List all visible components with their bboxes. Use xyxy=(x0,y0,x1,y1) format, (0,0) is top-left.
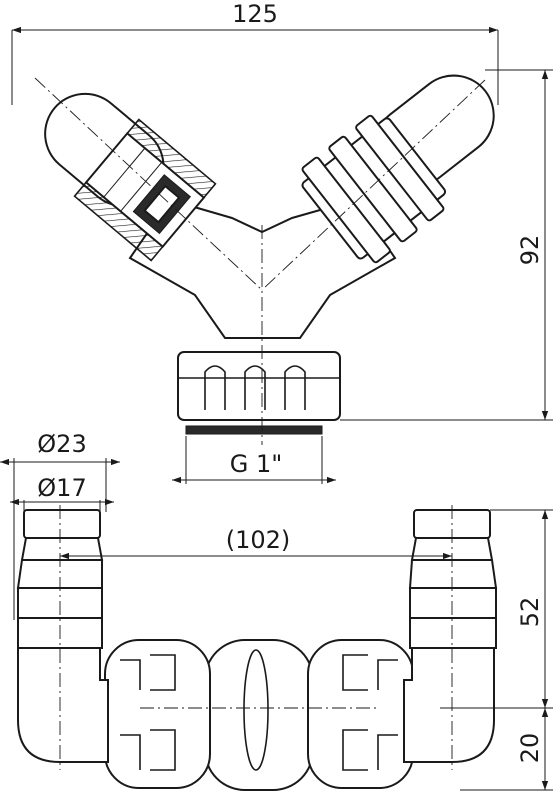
left-barb-ribs xyxy=(16,537,104,649)
dimension-52: 52 xyxy=(440,509,553,709)
dimension-102: (102) xyxy=(60,526,452,560)
dim-d23-label: Ø23 xyxy=(37,430,86,458)
dimension-125: 125 xyxy=(11,0,499,105)
left-elbow xyxy=(17,639,109,763)
right-coupling-body xyxy=(307,639,414,789)
dim-52-label: 52 xyxy=(516,597,544,628)
y-body xyxy=(128,198,397,339)
left-nut-core xyxy=(84,131,206,249)
dimension-92: 92 xyxy=(340,69,553,421)
gasket xyxy=(185,425,323,435)
right-hose-barb xyxy=(403,509,498,763)
dimension-thread: G 1" xyxy=(172,436,336,484)
dim-thread-label: G 1" xyxy=(230,450,283,478)
dim-92-label: 92 xyxy=(516,235,544,266)
left-hose-barb xyxy=(16,509,109,763)
bottom-coupling-nut xyxy=(177,351,341,435)
right-elbow xyxy=(403,639,495,763)
dimension-diameter-17: Ø17 xyxy=(10,474,114,512)
dim-d17-label: Ø17 xyxy=(37,474,86,502)
left-union-nut xyxy=(73,118,217,262)
dimension-20: 20 xyxy=(460,708,553,791)
dim-125-label: 125 xyxy=(232,0,278,28)
left-nut-insert-inner xyxy=(143,184,181,224)
right-barb-ribs xyxy=(408,537,498,649)
left-coupling-body xyxy=(104,639,211,789)
top-view-y-valve xyxy=(34,74,495,445)
bottom-view xyxy=(16,505,498,791)
dim-20-label: 20 xyxy=(516,733,544,764)
right-coupling xyxy=(307,639,414,789)
dim-102-label: (102) xyxy=(226,526,291,554)
right-nut-rib-2 xyxy=(328,135,418,243)
center-lens xyxy=(243,649,269,771)
bottom-nut-body xyxy=(177,351,341,421)
right-union-nut xyxy=(301,114,447,264)
right-nut-rib-3 xyxy=(355,114,445,222)
left-barb-tip xyxy=(23,509,101,539)
left-coupling xyxy=(104,639,211,789)
